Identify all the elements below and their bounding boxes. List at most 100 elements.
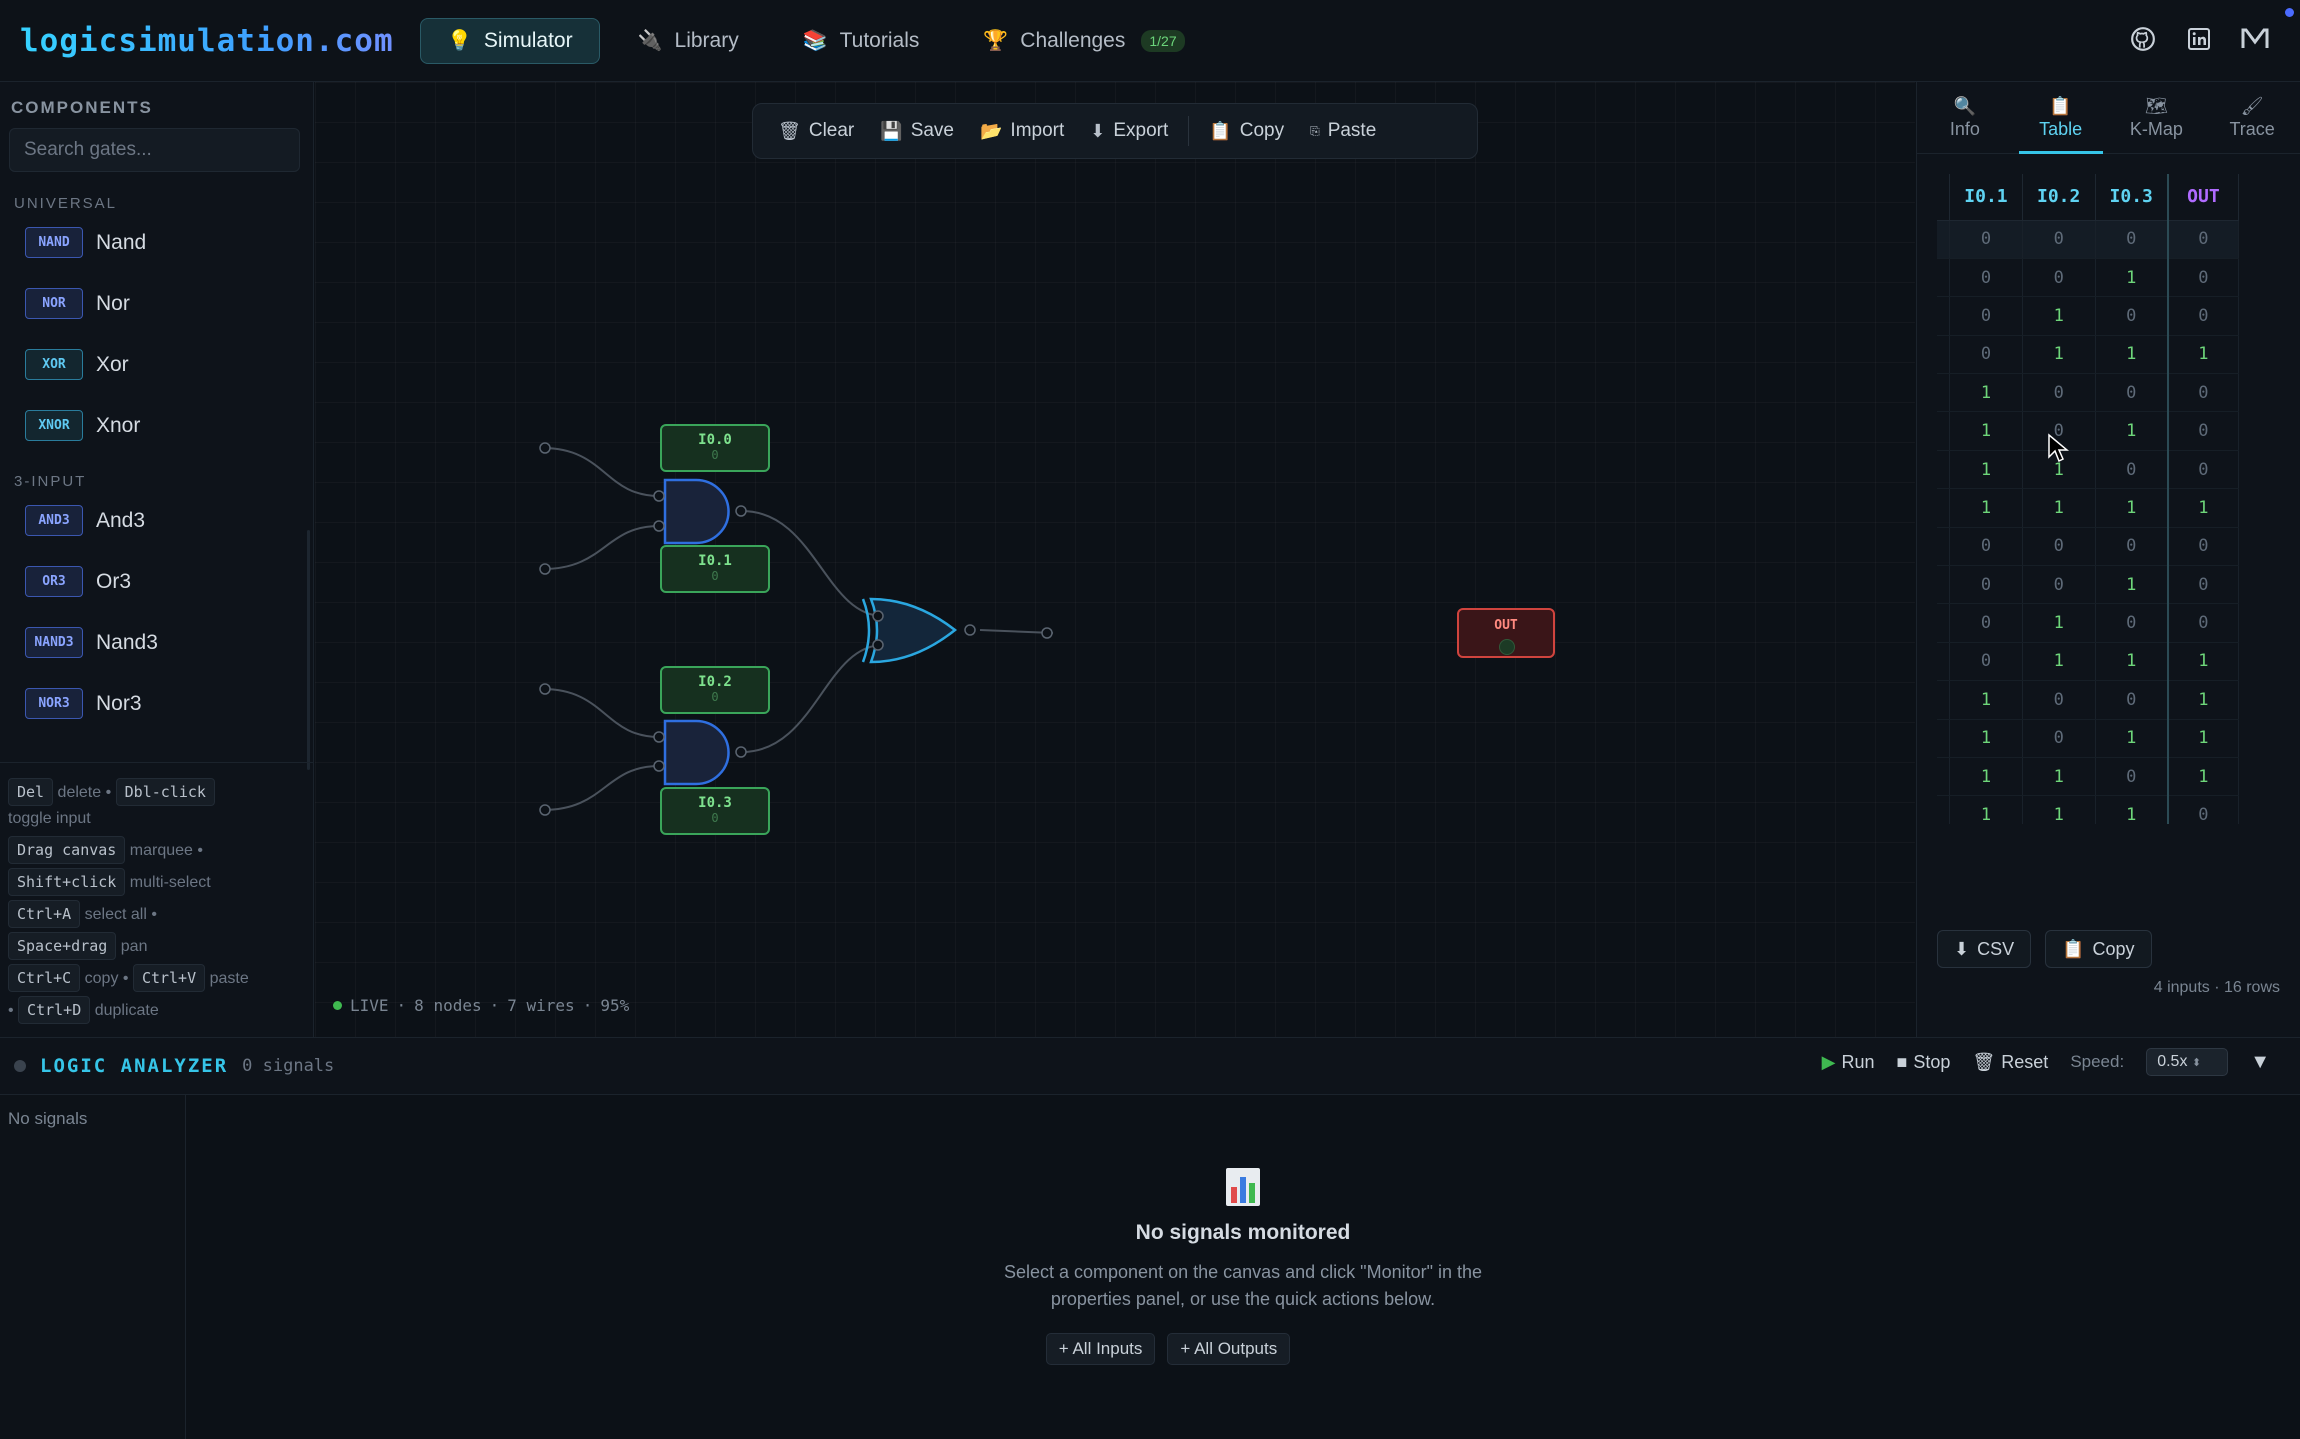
empty-state-title: No signals monitored <box>1135 1221 1351 1244</box>
speed-select[interactable]: 0.5x ⬍ <box>2146 1048 2229 1076</box>
logo[interactable]: logicsimulation.com <box>20 23 420 59</box>
xor-gate[interactable] <box>861 597 958 664</box>
copy-button[interactable]: 📋Copy <box>1199 111 1294 151</box>
csv-label: CSV <box>1977 938 2015 959</box>
save-button[interactable]: 💾Save <box>870 111 964 151</box>
gate-item-or3[interactable]: OR3 Or3 <box>0 551 313 612</box>
table-row[interactable]: 10100 <box>1937 603 2239 643</box>
linkedin-icon[interactable] <box>2184 24 2214 54</box>
input-node-i0-3[interactable]: I0.3 0 <box>660 787 770 835</box>
gate-item-nor3[interactable]: NOR3 Nor3 <box>0 673 313 734</box>
csv-button[interactable]: ⬇CSV <box>1937 930 2032 968</box>
quick-actions: + All Inputs + All Outputs <box>36 1333 2300 1365</box>
sidebar-scrollbar[interactable] <box>307 530 310 770</box>
tab-trace[interactable]: 🖌 Trace <box>2204 82 2300 153</box>
tab-table[interactable]: 📋 Table <box>2013 82 2109 154</box>
tab-info-label: Info <box>1949 118 1980 139</box>
truth-table-cell: 0 <box>2095 527 2169 567</box>
truth-table-cell: 0 <box>2022 719 2096 758</box>
reset-label: Reset <box>2001 1051 2049 1072</box>
collapse-icon[interactable]: ▼ <box>2250 1050 2270 1073</box>
gate-item-xnor[interactable]: XNOR Xnor <box>0 395 313 456</box>
reset-button[interactable]: 🗑Reset <box>1972 1052 2048 1073</box>
run-button[interactable]: ▶Run <box>1822 1052 1875 1073</box>
copy-table-button[interactable]: 📋Copy <box>2045 930 2152 968</box>
lightbulb-icon: 💡 <box>447 30 472 52</box>
and-gate[interactable] <box>663 719 730 786</box>
truth-table-cell: 0 <box>1949 565 2023 605</box>
gate-item-nand[interactable]: NAND Nand <box>0 212 313 273</box>
input-node-i0-0[interactable]: I0.0 0 <box>660 424 770 472</box>
truth-table-cell: 0 <box>1937 373 1951 413</box>
input-value: 0 <box>711 569 719 583</box>
circuit-canvas[interactable]: 🗑Clear 💾Save 📂Import ⬇Export 📋Copy ⎘Past… <box>315 82 1915 1037</box>
magnifier-icon: 🔍 <box>1953 95 1977 116</box>
truth-table-cell: 1 <box>2166 488 2239 528</box>
gate-name: Nand <box>96 230 147 254</box>
analyzer-empty-state: No signals monitored Select a component … <box>186 1095 2300 1439</box>
truth-table-cell: 1 <box>2022 603 2096 643</box>
tab-kmap[interactable]: 🗺 K-Map <box>2109 82 2205 153</box>
wire <box>979 629 1054 634</box>
truth-table-cell: 1 <box>2095 795 2169 824</box>
analyzer-signal-count: 0 signals <box>242 1056 335 1076</box>
truth-table-cell: 1 <box>2022 335 2096 375</box>
clipboard-icon: 📋 <box>2049 95 2072 116</box>
tab-library[interactable]: 🔌 Library <box>612 18 765 64</box>
paste-button[interactable]: ⎘Paste <box>1300 111 1386 151</box>
gate-item-nand3[interactable]: NAND3 Nand3 <box>0 612 313 673</box>
gate-item-and3[interactable]: AND3 And3 <box>0 490 313 551</box>
medium-icon[interactable] <box>2240 24 2270 54</box>
truth-table-cell: 1 <box>1949 411 2023 451</box>
gate-search-input[interactable] <box>9 128 300 172</box>
and-gate[interactable] <box>663 478 730 545</box>
tab-tutorials[interactable]: 📚 Tutorials <box>777 18 946 64</box>
input-node-i0-2[interactable]: I0.2 0 <box>660 666 770 714</box>
add-all-inputs-button[interactable]: + All Inputs <box>1045 1333 1156 1365</box>
github-icon[interactable] <box>2128 24 2158 54</box>
clear-button[interactable]: 🗑Clear <box>768 111 864 151</box>
tab-challenges-label: Challenges <box>1020 28 1126 52</box>
add-all-outputs-button[interactable]: + All Outputs <box>1167 1333 1291 1365</box>
import-button[interactable]: 📂Import <box>970 111 1074 151</box>
stop-button[interactable]: ■Stop <box>1897 1052 1951 1073</box>
tab-info[interactable]: 🔍 Info <box>1917 82 2013 153</box>
truth-table-cell: 1 <box>1937 565 1951 605</box>
gate-item-nor[interactable]: NOR Nor <box>0 273 313 334</box>
input-node-i0-1[interactable]: I0.1 0 <box>660 545 770 593</box>
truth-table-cell: 0 <box>2095 373 2169 413</box>
tab-challenges[interactable]: 🏆 Challenges 1/27 <box>957 18 1210 64</box>
input-value: 0 <box>711 811 719 825</box>
clear-label: Clear <box>808 120 855 141</box>
output-node[interactable]: OUT <box>1457 608 1555 658</box>
trophy-icon: 🏆 <box>983 30 1009 52</box>
tab-simulator[interactable]: 💡 Simulator <box>420 17 600 64</box>
export-button[interactable]: ⬇Export <box>1080 111 1178 151</box>
wire <box>542 447 660 497</box>
shortcut-desc: delete <box>57 784 102 801</box>
gate-chip: NOR3 <box>25 688 83 719</box>
status-zoom: 95% <box>600 996 630 1015</box>
truth-table-cell: 1 <box>1949 719 2023 758</box>
truth-table-cell: 0 <box>1949 258 2023 298</box>
truth-table-cell: 1 <box>2166 642 2239 682</box>
gate-item-xor[interactable]: XOR Xor <box>0 334 313 395</box>
truth-table-header: OUT <box>2166 174 2239 221</box>
input-label: I0.2 <box>698 674 732 690</box>
